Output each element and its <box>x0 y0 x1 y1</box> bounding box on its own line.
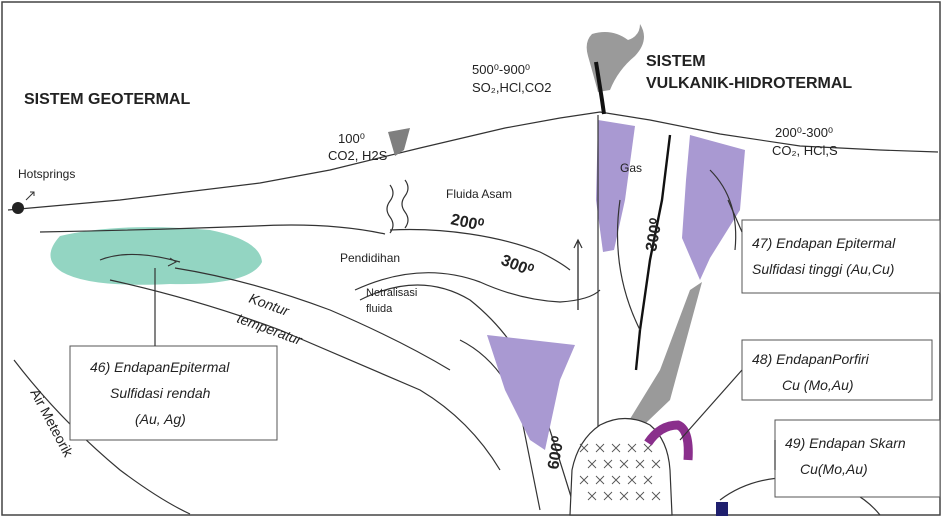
high-sulfidation-zone-lower <box>487 335 575 450</box>
high-sulfidation-zone-center <box>596 120 635 252</box>
volcanic-dike <box>622 282 702 440</box>
fumarole-temperature: 100⁰ <box>338 131 365 146</box>
pointer-48 <box>680 370 742 440</box>
high-sulfidation-zone-right <box>682 135 745 280</box>
isotherm-300-right-label: 300⁰ <box>643 217 666 253</box>
gas-label: Gas <box>620 161 642 175</box>
netralisasi-label-2: fluida <box>366 303 393 315</box>
title-volcanic-1: SISTEM <box>646 53 706 70</box>
right-circulation-line <box>618 200 641 330</box>
box-46-line-1: 46) EndapanEpitermal <box>90 359 230 375</box>
right-gases: CO₂, HCl,S <box>772 143 838 158</box>
ascending-fluid-line <box>402 180 408 228</box>
skarn-body <box>716 502 728 516</box>
box-49-frame <box>775 420 940 497</box>
right-temperature: 200⁰-300⁰ <box>775 125 833 140</box>
box-47-line-1: 47) Endapan Epitermal <box>752 235 896 251</box>
fumarole-gases: CO2, H2S <box>328 148 388 163</box>
box-48-line-1: 48) EndapanPorfiri <box>752 351 870 367</box>
hotsprings-label: Hotsprings <box>18 167 75 181</box>
isotherm-200 <box>390 230 570 271</box>
fluida-asam-label: Fluida Asam <box>446 187 512 201</box>
isotherm-200-label: 200⁰ <box>449 211 485 235</box>
pendidihan-label: Pendidihan <box>340 251 400 265</box>
title-volcanic-2: VULKANIK-HIDROTERMAL <box>646 75 852 92</box>
vent-gases: SO₂,HCl,CO2 <box>472 80 551 95</box>
box-49-line-1: 49) Endapan Skarn <box>785 435 906 451</box>
box-47-frame <box>742 220 940 293</box>
vent-temperature: 500⁰-900⁰ <box>472 62 530 77</box>
title-geothermal: SISTEM GEOTERMAL <box>24 91 190 108</box>
volcano-plume <box>587 24 644 92</box>
netralisasi-label: Netralisasi <box>366 287 417 299</box>
ascending-fluid-line <box>387 185 393 233</box>
low-sulfidation-zone <box>50 227 262 285</box>
temperatur-label: temperatur <box>235 310 305 349</box>
hotspring-icon <box>12 202 24 214</box>
isotherm-600-label: 600⁰ <box>545 435 568 471</box>
box-48-line-2: Cu (Mo,Au) <box>782 377 854 393</box>
box-49-line-2: Cu(Mo,Au) <box>800 461 868 477</box>
isotherm-300-label: 300⁰ <box>499 252 537 280</box>
box-46-line-2: Sulfidasi rendah <box>110 385 211 401</box>
box-46-line-3: (Au, Ag) <box>135 411 186 427</box>
box-47-line-2: Sulfidasi tinggi (Au,Cu) <box>752 261 894 277</box>
hotspring-arrow-icon <box>26 192 34 200</box>
